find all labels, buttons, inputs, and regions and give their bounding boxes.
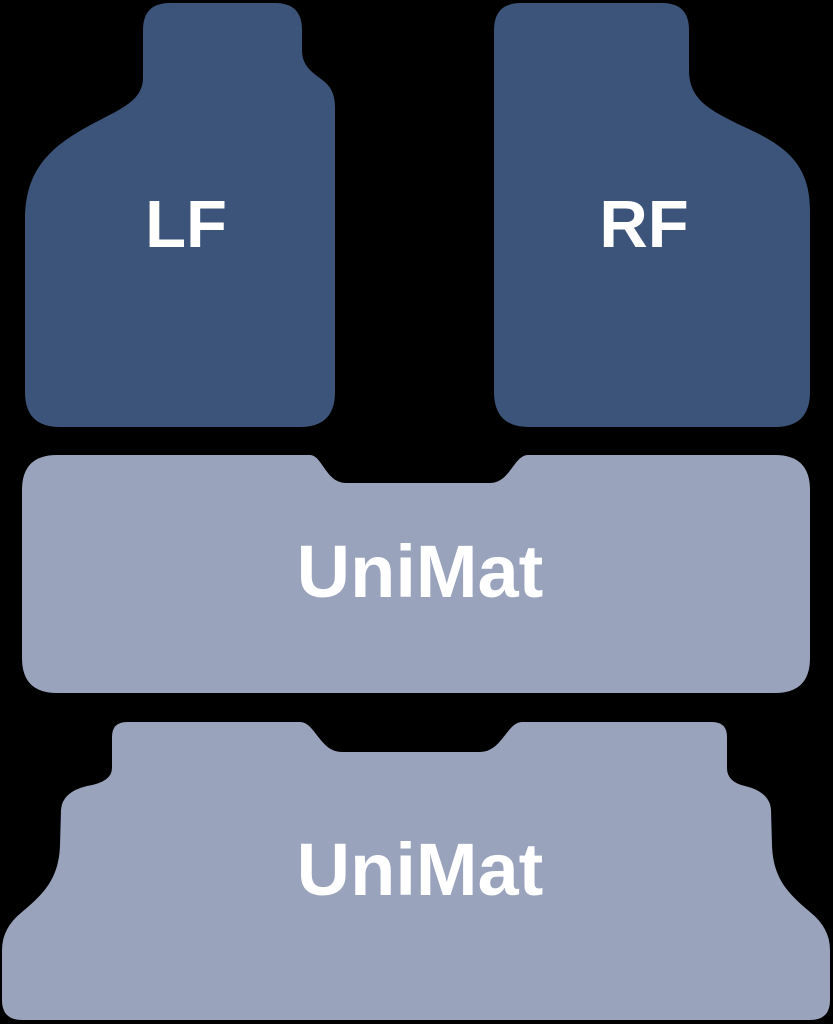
right-front-mat-shape <box>494 3 810 427</box>
left-front-mat-label: LF <box>145 187 227 262</box>
rear-unimat-shape <box>2 722 830 1020</box>
rear-unimat-label: UniMat <box>297 828 544 911</box>
right-front-mat-label: RF <box>599 187 688 262</box>
middle-unimat-shape <box>22 455 810 693</box>
middle-unimat-label: UniMat <box>297 530 544 613</box>
left-front-mat-shape <box>25 3 335 427</box>
